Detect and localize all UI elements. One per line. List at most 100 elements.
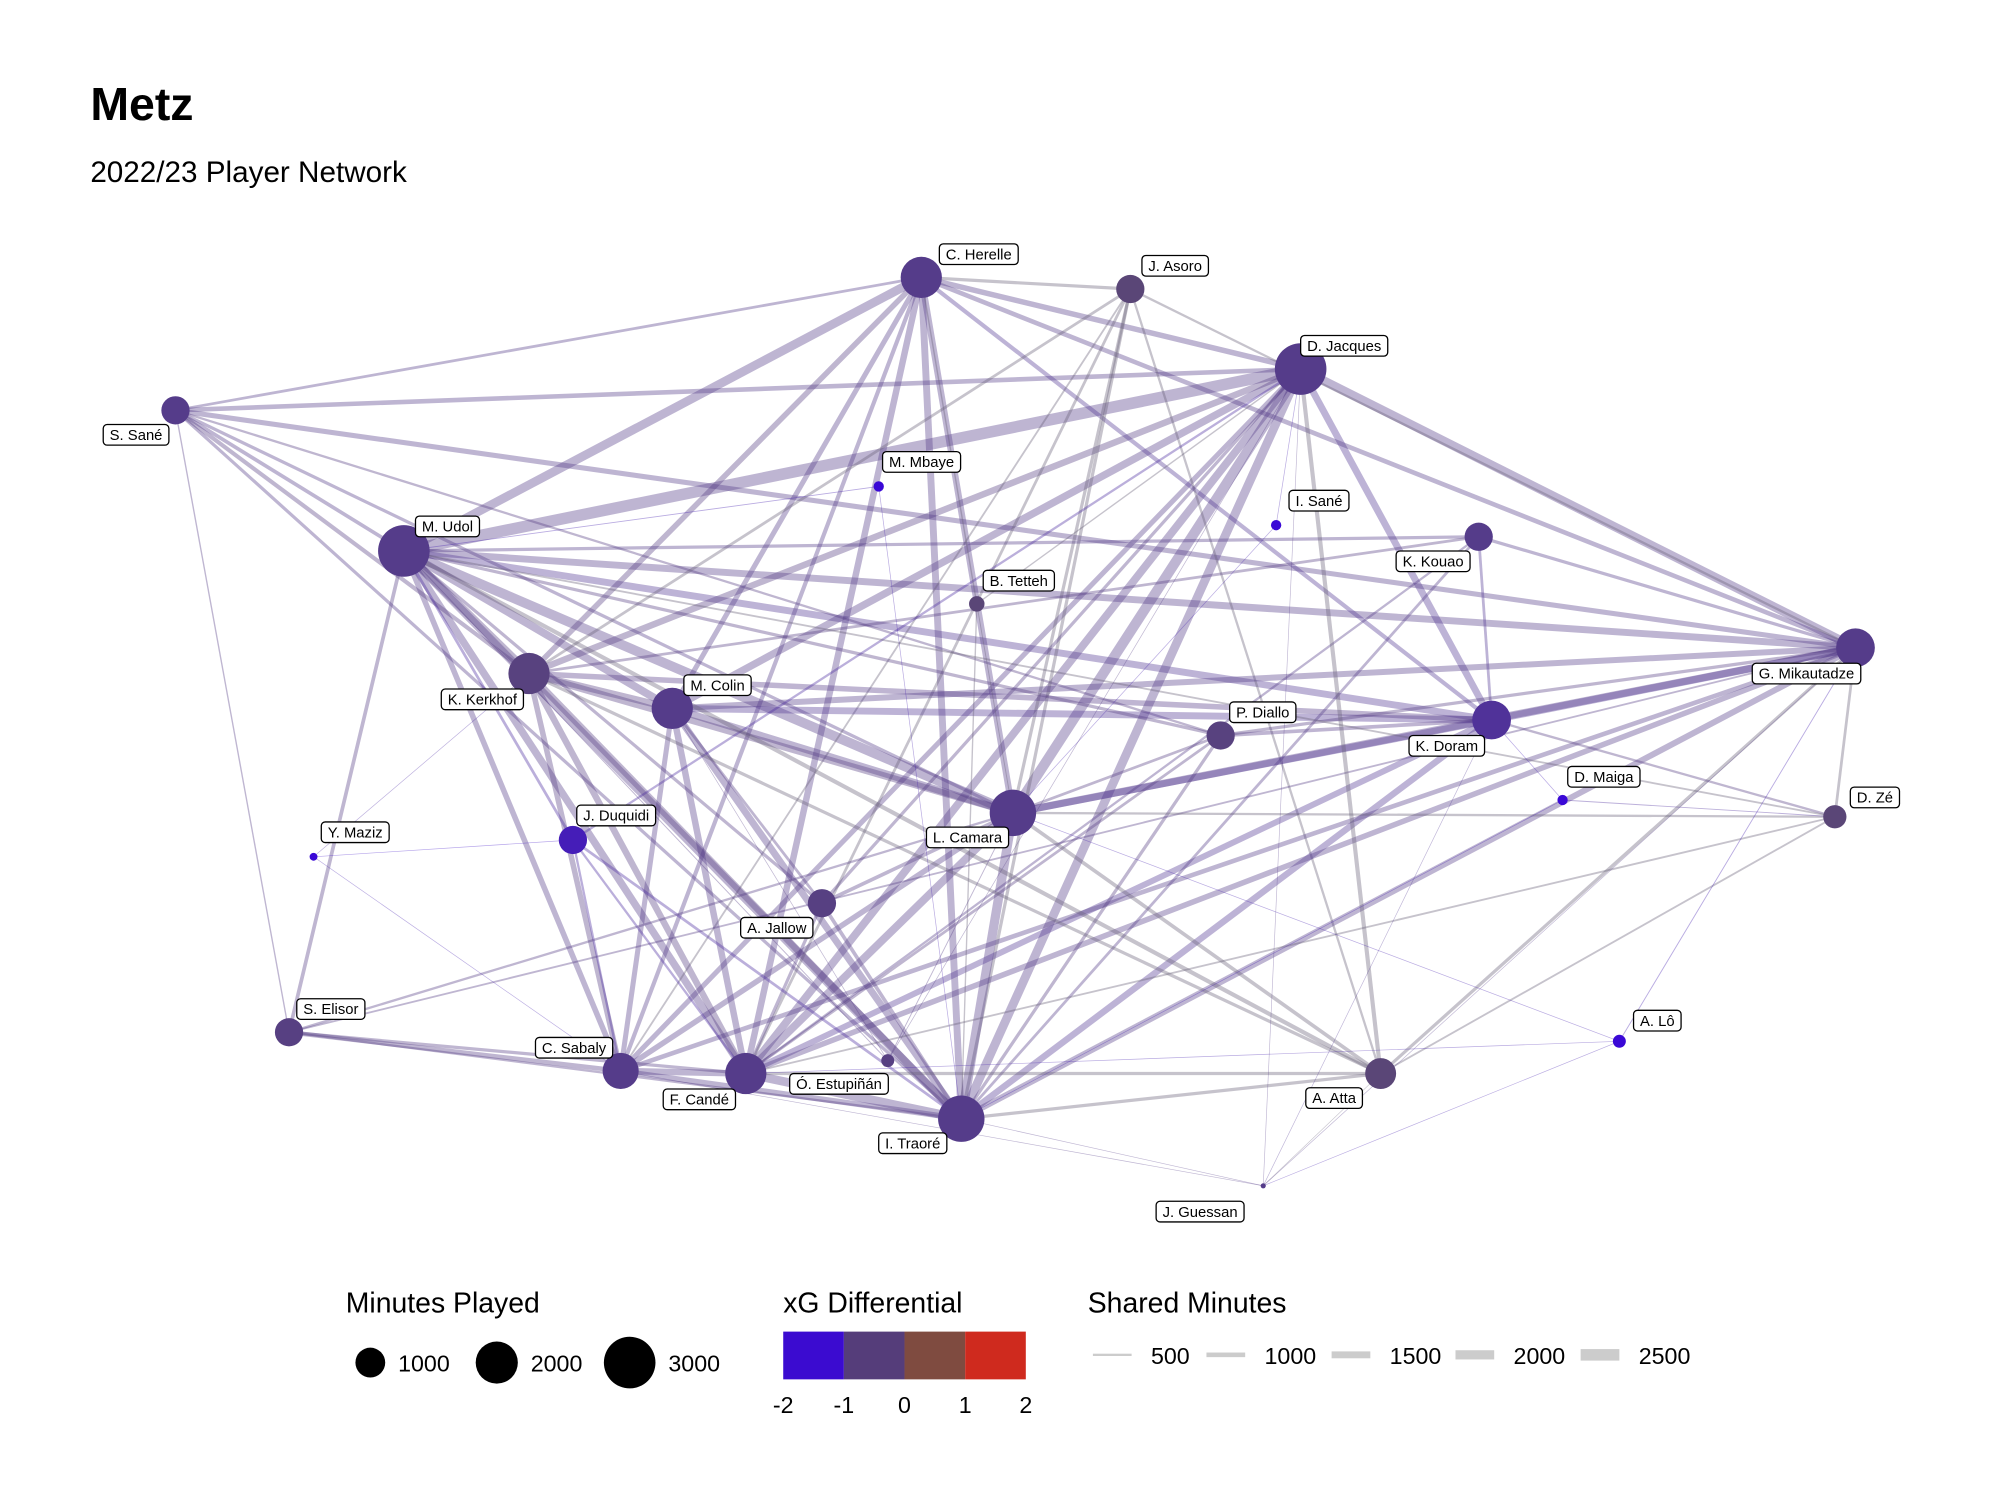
edge	[1490, 644, 1857, 724]
player-node[interactable]	[651, 687, 693, 730]
edge	[175, 366, 1301, 413]
player-name: K. Doram	[1415, 739, 1478, 755]
player-node[interactable]	[900, 256, 942, 299]
player-node[interactable]	[1464, 522, 1493, 551]
player-label: L. Camara	[925, 826, 1010, 849]
player-node[interactable]	[873, 481, 884, 492]
edge	[526, 672, 624, 1072]
player-label: D. Jacques	[1299, 334, 1389, 357]
edge	[528, 670, 674, 712]
edge	[618, 367, 1303, 1073]
edge	[619, 288, 1132, 1072]
player-label: B. Tetteh	[982, 569, 1056, 592]
edge	[743, 810, 1016, 1077]
edge	[313, 839, 573, 858]
player-label: J. Asoro	[1141, 254, 1210, 277]
player-label: M. Mbaye	[881, 450, 962, 473]
legend-tick: -2	[773, 1392, 794, 1418]
edge	[744, 288, 1132, 1075]
edge	[744, 645, 1857, 1077]
edge	[1220, 718, 1492, 738]
player-node[interactable]	[1116, 274, 1145, 304]
player-node[interactable]	[989, 789, 1037, 837]
edge	[174, 409, 963, 1120]
edge	[742, 366, 1304, 1076]
edge	[174, 410, 290, 1033]
edge	[526, 671, 964, 1122]
player-node[interactable]	[881, 1054, 895, 1068]
player-node[interactable]	[309, 852, 318, 861]
edge	[175, 407, 1856, 651]
player-name: C. Sabaly	[542, 1041, 607, 1057]
edge	[527, 275, 924, 676]
player-node[interactable]	[558, 825, 588, 855]
player-node[interactable]	[378, 525, 430, 577]
player-node[interactable]	[1836, 628, 1875, 668]
edge	[528, 535, 1479, 675]
player-name: S. Elisor	[303, 1002, 358, 1018]
edge	[920, 275, 1493, 722]
edge	[401, 547, 675, 712]
player-name: C. Herelle	[946, 247, 1012, 263]
edge	[313, 856, 621, 1072]
player-node[interactable]	[274, 1018, 304, 1047]
edge	[400, 548, 749, 1076]
edge	[820, 902, 963, 1120]
player-node[interactable]	[1557, 794, 1568, 806]
player-node[interactable]	[508, 652, 550, 695]
player-node[interactable]	[1260, 1183, 1266, 1189]
edge	[1477, 536, 1493, 721]
player-name: I. Traoré	[885, 1136, 940, 1152]
player-node[interactable]	[1365, 1058, 1397, 1090]
player-label: K. Doram	[1408, 734, 1486, 757]
edge	[528, 672, 1382, 1076]
legend-width-swatch	[1580, 1349, 1620, 1361]
legend-tick: -1	[834, 1392, 855, 1418]
edge	[959, 288, 1132, 1120]
player-node[interactable]	[1472, 700, 1511, 740]
edge	[744, 717, 1493, 1077]
legend-size-circle	[603, 1336, 656, 1389]
legend-label: 1000	[1265, 1343, 1317, 1369]
edge	[402, 549, 1382, 1076]
player-node[interactable]	[725, 1052, 767, 1095]
legend-title: xG Differential	[783, 1287, 962, 1319]
edge	[1380, 815, 1836, 1075]
player-node[interactable]	[161, 396, 190, 425]
player-node[interactable]	[1612, 1034, 1626, 1048]
player-label: D. Zé	[1849, 786, 1901, 809]
edges-layer	[174, 273, 1858, 1187]
edge	[1298, 365, 1858, 652]
player-name: J. Guessan	[1163, 1205, 1238, 1221]
legend-title: Shared Minutes	[1088, 1287, 1287, 1319]
edge	[526, 672, 749, 1076]
player-node[interactable]	[969, 596, 985, 612]
player-label: F. Candé	[662, 1088, 737, 1111]
edge	[669, 707, 749, 1075]
edge	[1478, 535, 1856, 650]
player-node[interactable]	[1270, 520, 1282, 531]
player-node[interactable]	[938, 1095, 985, 1142]
edge	[921, 275, 1131, 291]
player-label: K. Kerkhof	[440, 688, 525, 711]
edge	[402, 363, 1302, 557]
player-node[interactable]	[807, 889, 837, 918]
player-node[interactable]	[602, 1052, 639, 1090]
legend-label: 1500	[1390, 1343, 1442, 1369]
edge	[403, 535, 1479, 553]
edge	[960, 603, 978, 1119]
player-node[interactable]	[1206, 721, 1235, 750]
legend-width-swatch	[1455, 1350, 1495, 1360]
legend-tick: 1	[959, 1392, 972, 1418]
player-node[interactable]	[1823, 805, 1847, 829]
edge	[1379, 646, 1857, 1075]
edge	[957, 367, 1305, 1121]
edge	[1263, 1040, 1620, 1187]
edge	[1618, 647, 1856, 1042]
edge	[1129, 288, 1382, 1074]
edge	[528, 287, 1132, 675]
player-label: S. Elisor	[296, 998, 366, 1020]
player-name: L. Camara	[933, 831, 1003, 847]
